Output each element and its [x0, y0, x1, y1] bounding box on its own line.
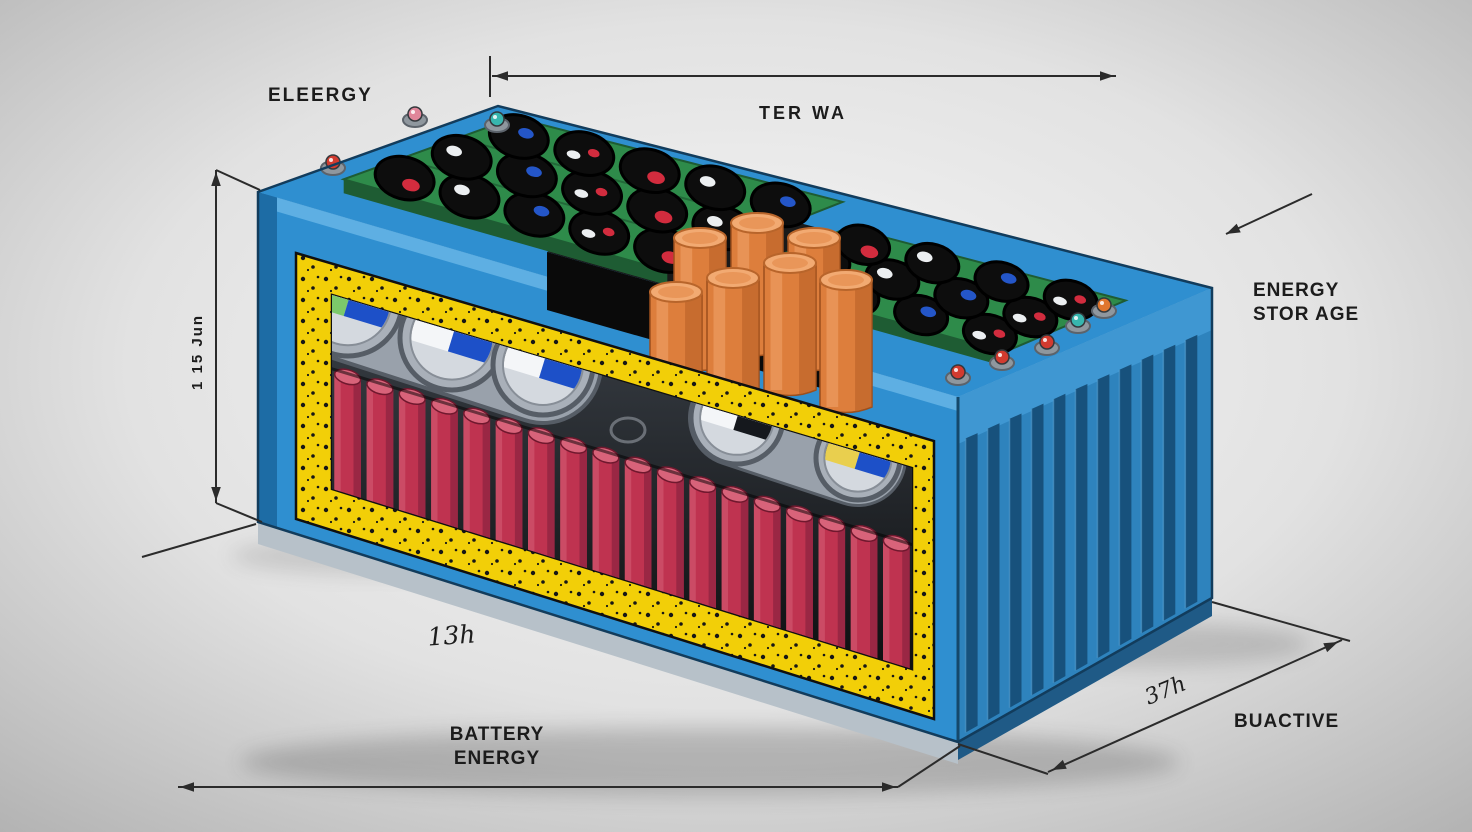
module-cell [961, 312, 1018, 356]
red-cell [656, 466, 685, 599]
label-top-center: TER WA [759, 103, 847, 123]
label-left-vertical: 1 15 Jun [189, 314, 206, 390]
red-cell [592, 446, 620, 579]
front-left-bevel [258, 192, 277, 527]
fin [1163, 344, 1176, 621]
terminal-cap [1065, 312, 1091, 334]
terminal-caps [320, 106, 1117, 386]
red-cell [559, 436, 588, 569]
annotation-labels: ELEERGY TER WA ENERGY STOR AGE 1 15 Jun … [189, 85, 1359, 769]
red-cell [850, 524, 878, 659]
cooling-fins [964, 334, 1198, 733]
module-cell [1002, 295, 1059, 339]
dimension-lines [141, 56, 1351, 792]
capacitor [819, 269, 873, 414]
right-top-band [958, 288, 1212, 444]
terminal-cap [1034, 334, 1060, 356]
capacitor [763, 252, 817, 397]
fin [1053, 393, 1066, 683]
red-cell [721, 485, 749, 619]
red-cell [753, 495, 781, 629]
module-cell [973, 260, 1030, 303]
terminal-cap [402, 106, 428, 128]
red-cell [785, 505, 814, 639]
fin [1009, 413, 1022, 708]
red-cell [430, 397, 459, 528]
fin [1119, 364, 1132, 646]
label-caption-line2: ENERGY [454, 748, 540, 769]
module-cell [430, 133, 493, 181]
terminal-cap [1091, 297, 1117, 319]
terminal-cap [945, 364, 971, 386]
red-cell [333, 368, 362, 498]
red-cell [527, 427, 555, 559]
case-outline [256, 104, 1214, 744]
fin [965, 433, 978, 733]
case-base-lip [258, 522, 958, 764]
terminal-cap [484, 111, 510, 133]
fin [1075, 384, 1088, 671]
red-cell [818, 515, 846, 649]
module-cell [933, 277, 990, 320]
red-cell-row [332, 367, 912, 669]
red-cell [495, 417, 523, 548]
fin [1141, 354, 1154, 634]
module-cell [561, 169, 623, 216]
label-width-dim: 13h [426, 619, 476, 651]
module-cell [893, 293, 950, 337]
module-cell [495, 151, 558, 199]
fin [1185, 334, 1198, 609]
label-top-left: ELEERGY [268, 85, 373, 106]
terminal-cap [989, 349, 1015, 371]
seal-ring-dots [296, 253, 934, 719]
fin [987, 423, 1000, 721]
case-base-right [958, 598, 1212, 760]
module-cell [684, 164, 747, 212]
fin [1097, 374, 1110, 659]
module-cell [553, 130, 616, 177]
module-cell [618, 147, 681, 194]
fin [1031, 403, 1044, 696]
module-cell [904, 241, 961, 285]
module-cell [373, 154, 436, 202]
red-cell [882, 534, 911, 669]
module-cell [835, 223, 892, 267]
label-right-line2: STOR AGE [1253, 304, 1359, 325]
label-caption-line1: BATTERY [450, 724, 545, 745]
red-cell [463, 407, 491, 538]
case-right-face [956, 288, 1212, 742]
label-right-line1: ENERGY [1253, 280, 1339, 301]
label-bottom-right: BUACTIVE [1234, 711, 1339, 732]
red-cell [366, 378, 394, 508]
red-cell [398, 387, 426, 518]
red-cell [689, 476, 717, 609]
red-cell [624, 456, 652, 589]
module-cell [864, 258, 921, 301]
